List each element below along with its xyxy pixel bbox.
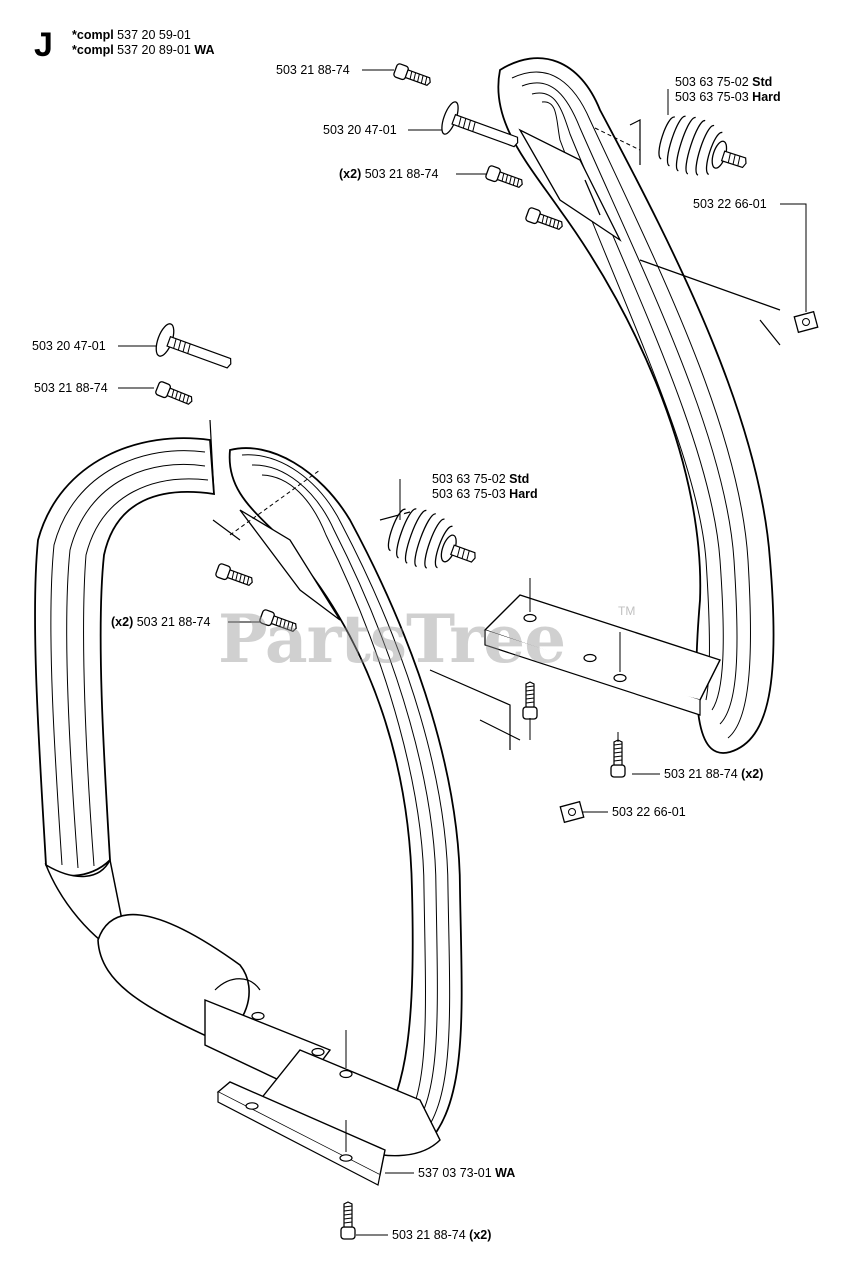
pin-top — [441, 101, 519, 148]
spring-top — [652, 108, 756, 191]
pin-left — [155, 323, 232, 369]
nut-top — [793, 310, 819, 334]
assembly-header: *compl 537 20 59-01 *compl 537 20 89-01 … — [72, 28, 214, 58]
screw-top-3 — [524, 206, 566, 234]
watermark: PartsTree — [218, 600, 566, 678]
screw-left-1 — [154, 380, 196, 409]
callout-screw-top-1: 503 21 88-74 — [276, 63, 350, 77]
screw-vertical-1 — [522, 681, 538, 720]
screw-vertical-3 — [340, 1201, 356, 1240]
callout-screw-right-x2: 503 21 88-74 (x2) — [664, 767, 764, 781]
callout-spring-top-std: 503 63 75-02 Std — [675, 75, 773, 89]
nut-right — [559, 800, 585, 824]
callout-spring-mid-hard: 503 63 75-03 Hard — [432, 487, 538, 501]
callout-pin-left: 503 20 47-01 — [32, 339, 106, 353]
assembly-line-1: *compl 537 20 59-01 — [72, 28, 191, 42]
assembly-line-2: *compl 537 20 89-01 WA — [72, 43, 215, 57]
callout-plate-bottom: 537 03 73-01 WA — [418, 1166, 516, 1180]
callout-screw-left-x2: (x2) 503 21 88-74 — [111, 615, 211, 629]
screw-left-2 — [214, 562, 256, 590]
callout-screw-top-x2: (x2) 503 21 88-74 — [339, 167, 439, 181]
hardware — [154, 62, 819, 1240]
screw-vertical-2 — [610, 739, 626, 778]
callout-screw-left: 503 21 88-74 — [34, 381, 108, 395]
front-handlebar — [34, 419, 521, 1186]
callout-pin-top: 503 20 47-01 — [323, 123, 397, 137]
section-letter: J — [34, 26, 53, 64]
screw-top-2 — [484, 164, 526, 192]
leader-lines — [118, 69, 807, 1236]
callout-nut-top: 503 22 66-01 — [693, 197, 767, 211]
watermark-tm: TM — [618, 604, 636, 618]
callout-nut-right: 503 22 66-01 — [612, 805, 686, 819]
spring-mid — [382, 500, 486, 586]
rear-handlebar — [483, 57, 781, 754]
screw-top-1 — [392, 62, 434, 90]
callout-spring-mid-std: 503 63 75-02 Std — [432, 472, 530, 486]
callout-spring-top-hard: 503 63 75-03 Hard — [675, 90, 781, 104]
callout-screw-bottom-x2: 503 21 88-74 (x2) — [392, 1228, 492, 1242]
